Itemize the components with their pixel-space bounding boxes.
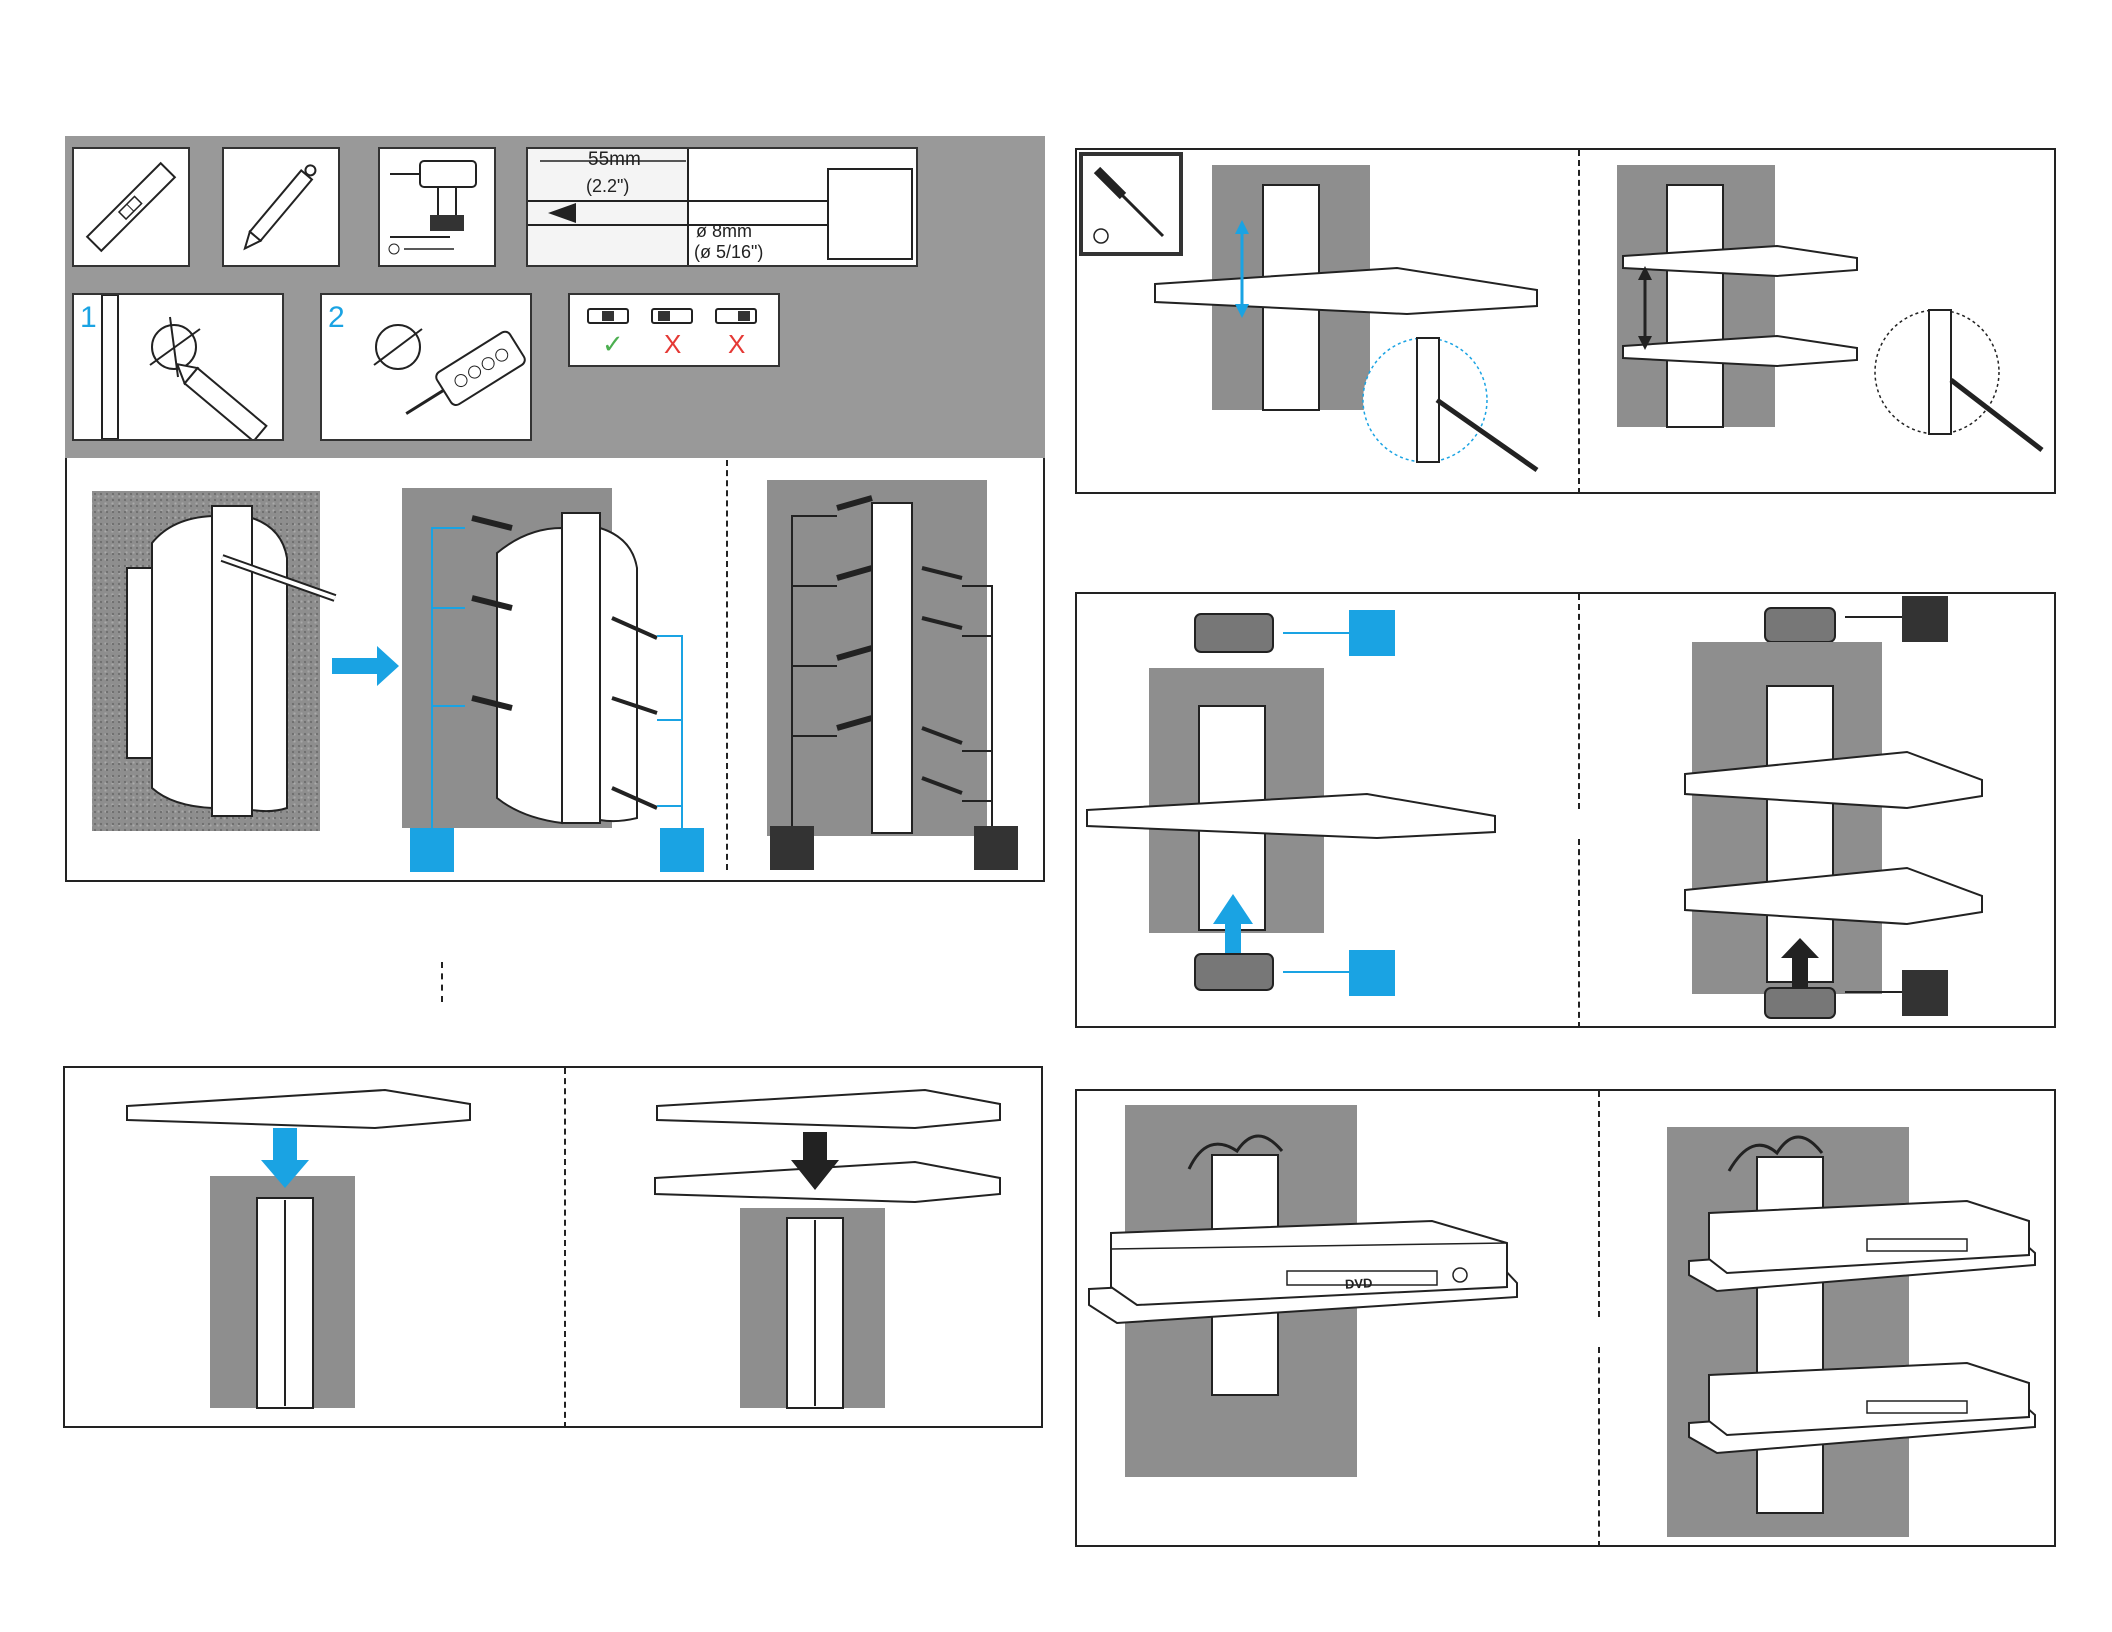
anchor-label-box	[410, 828, 454, 872]
drill-diameter-label: ø 8mm	[696, 221, 752, 242]
dvd-logo-label: DVD	[1345, 1275, 1373, 1291]
level-bad-mark-2: X	[728, 329, 745, 360]
level-tool-tile	[72, 147, 190, 267]
screw-label-box	[660, 828, 704, 872]
drill-diameter-imperial-label: (ø 5/16")	[694, 242, 763, 263]
step-mark-tile: 1	[72, 293, 284, 441]
drill-icon	[380, 149, 494, 265]
pencil-icon	[171, 356, 267, 439]
section-divider	[441, 962, 443, 1002]
level-ok-mark: ✓	[602, 329, 624, 360]
step-drill-tile: 2	[320, 293, 532, 441]
level-bad-mark-1: X	[664, 329, 681, 360]
adjust-height-frame	[1075, 148, 2056, 494]
pencil-icon	[224, 149, 338, 265]
drill-depth-imperial-label: (2.2")	[586, 176, 629, 197]
top-cap-label-box	[1349, 610, 1395, 656]
dark-bottom-cap-label-box	[1902, 970, 1948, 1016]
end-cap-frame	[1075, 592, 2056, 1028]
drill-depth-tile: 55mm (2.2") ø 8mm (ø 5/16")	[526, 147, 918, 267]
rail-mounting-frame	[65, 458, 1045, 882]
level-icon	[74, 149, 188, 265]
dvd-placement-frame: DVD	[1075, 1089, 2056, 1547]
dark-anchor-label-box	[770, 826, 814, 870]
dark-screw-label-box	[974, 826, 1018, 870]
pencil-tool-tile	[222, 147, 340, 267]
drill-tool-tile	[378, 147, 496, 267]
drill-icon	[397, 329, 527, 430]
bottom-cap-label-box	[1349, 950, 1395, 996]
slide-shelf-frame	[63, 1066, 1043, 1428]
drill-depth-label: 55mm	[588, 149, 641, 171]
level-check-tile: ✓ X X	[568, 293, 780, 367]
dark-top-cap-label-box	[1902, 596, 1948, 642]
arrow-right-icon	[332, 646, 399, 686]
